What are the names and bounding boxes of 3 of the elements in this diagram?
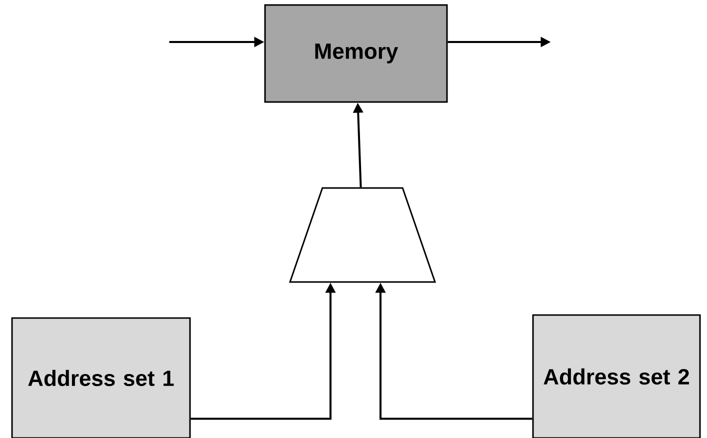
address-box: Address set 2: [532, 314, 701, 438]
memory-box: Memory: [264, 4, 448, 103]
address-box: Address set 1: [11, 317, 191, 438]
